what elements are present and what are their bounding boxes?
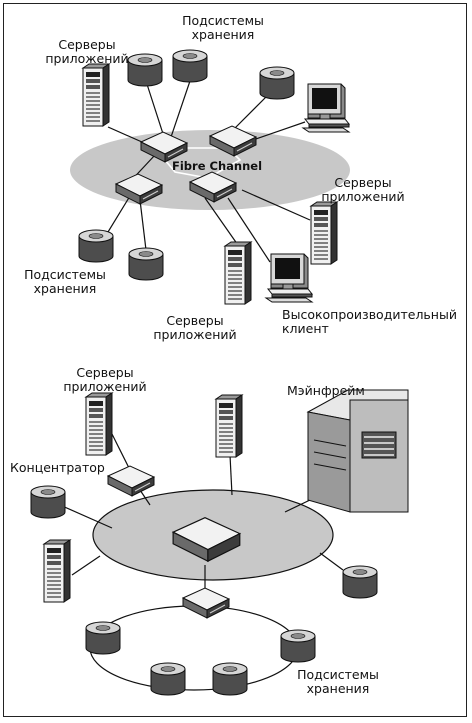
- loop-disk-3: [212, 662, 248, 696]
- storage-disk-top-1: [127, 53, 163, 87]
- storage-disk-d2-right: [342, 565, 378, 599]
- storage-disk-left-1: [78, 229, 114, 263]
- label-app-servers-bottom: Серверы приложений: [153, 313, 237, 342]
- workstation-top-right: [302, 83, 350, 133]
- loop-disk-1: [85, 621, 121, 655]
- label-storage-top: Подсистемы хранения: [182, 13, 264, 42]
- label-storage-left: Подсистемы хранения: [24, 267, 106, 296]
- label-app-servers-right: Серверы приложений: [321, 175, 405, 204]
- figure-frame: [3, 3, 467, 717]
- storage-disk-d2-left: [30, 485, 66, 519]
- storage-disk-right: [259, 66, 295, 100]
- loop-disk-2: [150, 662, 186, 696]
- hp-client-workstation: [265, 253, 313, 303]
- app-server-bottom: [224, 241, 252, 305]
- label-storage-d2: Подсистемы хранения: [297, 667, 379, 696]
- storage-loop: [89, 605, 299, 691]
- loop-switch: [182, 587, 230, 619]
- fibre-channel-label: Fibre Channel: [172, 159, 262, 173]
- app-server-top-left: [82, 63, 110, 127]
- hub-device: [107, 465, 155, 497]
- storage-disk-top-2: [172, 49, 208, 83]
- mainframe: [306, 389, 409, 513]
- storage-disk-left-2: [128, 247, 164, 281]
- label-mainframe: Мэйнфрейм: [287, 383, 365, 398]
- app-server-d2-center: [215, 394, 243, 458]
- label-hp-client: Высокопроизводительный клиент: [282, 307, 457, 336]
- label-app-servers-top-left: Серверы приложений: [45, 37, 129, 66]
- app-server-d2-left: [85, 392, 113, 456]
- label-hub: Концентратор: [10, 460, 105, 475]
- label-app-servers-d2: Серверы приложений: [63, 365, 147, 394]
- app-server-d2-lower-left: [43, 539, 71, 603]
- links-diagram-2: [59, 429, 344, 600]
- central-switch: [171, 517, 242, 563]
- loop-disk-4: [280, 629, 316, 663]
- app-server-right: [310, 201, 338, 265]
